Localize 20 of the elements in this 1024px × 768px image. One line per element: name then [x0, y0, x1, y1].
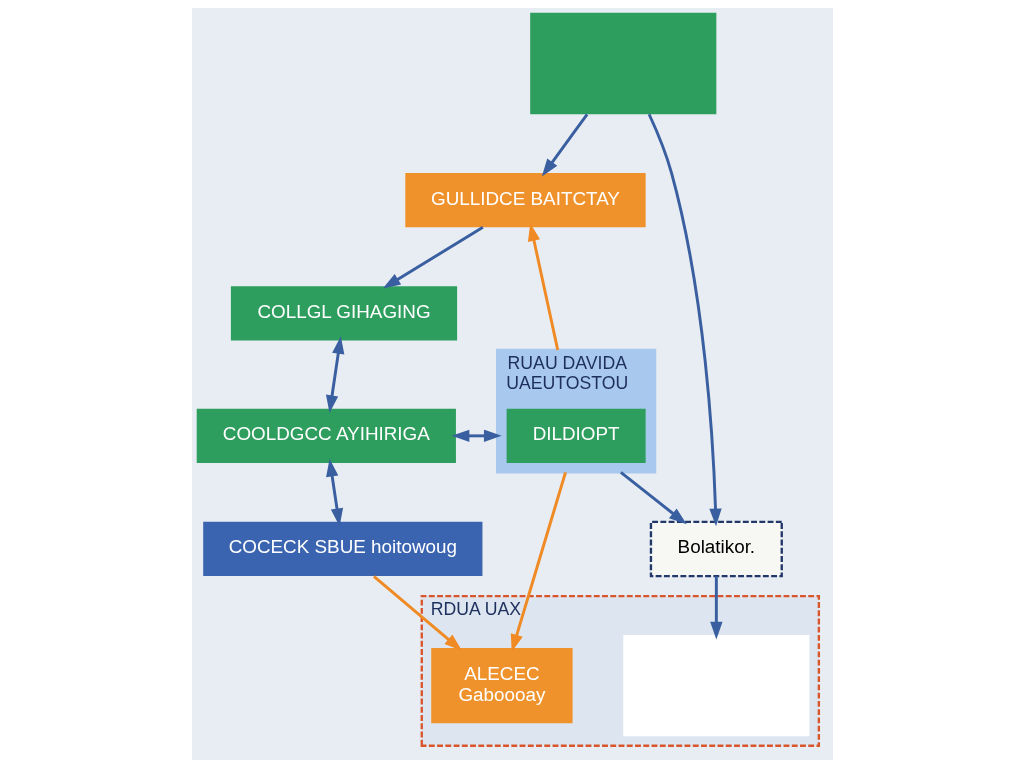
node-box: COLLGL GIHAGING [230, 286, 457, 341]
node-box [622, 635, 809, 737]
node-box: GULLIDCE BAITCTAY [404, 173, 646, 228]
arrow [541, 113, 588, 177]
arrow [619, 471, 687, 525]
node-box: Bolatikor. [649, 520, 783, 578]
node-box: DILDIOPT [506, 408, 646, 463]
node-box: COOLDGCC AYIHIRIGA [196, 408, 456, 463]
arrow [325, 458, 343, 527]
node-box: ALECEC Gaboooay [430, 647, 573, 724]
arrow [510, 471, 567, 652]
node-box [529, 12, 716, 115]
arrow [382, 226, 484, 289]
arrow [527, 223, 559, 351]
arrow [451, 429, 502, 443]
arrow [709, 576, 723, 640]
node-box: COCECK SBUE hoitowoug [202, 521, 482, 577]
arrow [325, 336, 344, 414]
arrow [372, 575, 462, 651]
arrow [647, 113, 722, 527]
